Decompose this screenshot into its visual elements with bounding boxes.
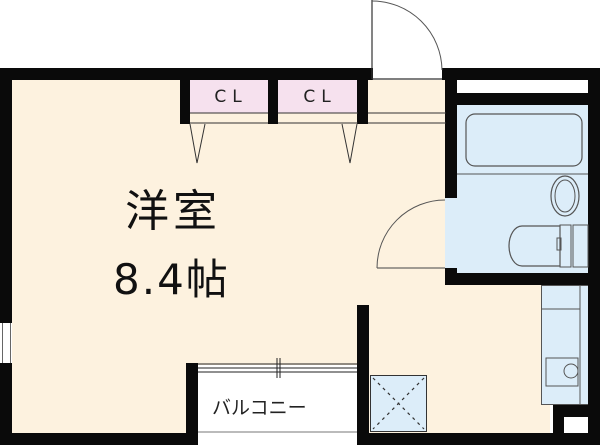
wall-closet-divider (268, 80, 278, 124)
wall-top-left (0, 68, 373, 80)
kitchen-window (564, 417, 588, 433)
closet-1-label: CL (214, 86, 248, 107)
bathroom (456, 105, 588, 273)
wall-closet-2-right (357, 80, 368, 124)
wall-left-upper (0, 68, 12, 323)
wall-top-right (442, 68, 600, 80)
wall-bottom-left (0, 433, 198, 445)
bath-window-2 (529, 80, 588, 93)
wall-balcony-left (186, 363, 198, 445)
bathroom-entry-strip (445, 198, 457, 268)
left-window (2, 323, 11, 363)
wall-closet-1-left (180, 80, 190, 124)
balcony-label: バルコニー (212, 397, 307, 419)
closet-2-label: CL (303, 86, 337, 107)
closet-1 (190, 80, 268, 113)
bath-window-1 (457, 80, 517, 93)
wall-bath-bottom (445, 273, 600, 285)
wall-right (588, 68, 600, 445)
closet-2 (278, 80, 358, 113)
wall-bottom-right (358, 433, 600, 445)
wall-left-lower (0, 363, 12, 445)
wall-bath-top (445, 93, 600, 105)
wall-bath-left-upper (445, 80, 457, 198)
room-size: 8.4帖 (113, 255, 230, 304)
wall-balcony-right (357, 305, 369, 445)
room-name: 洋室 (125, 186, 221, 237)
